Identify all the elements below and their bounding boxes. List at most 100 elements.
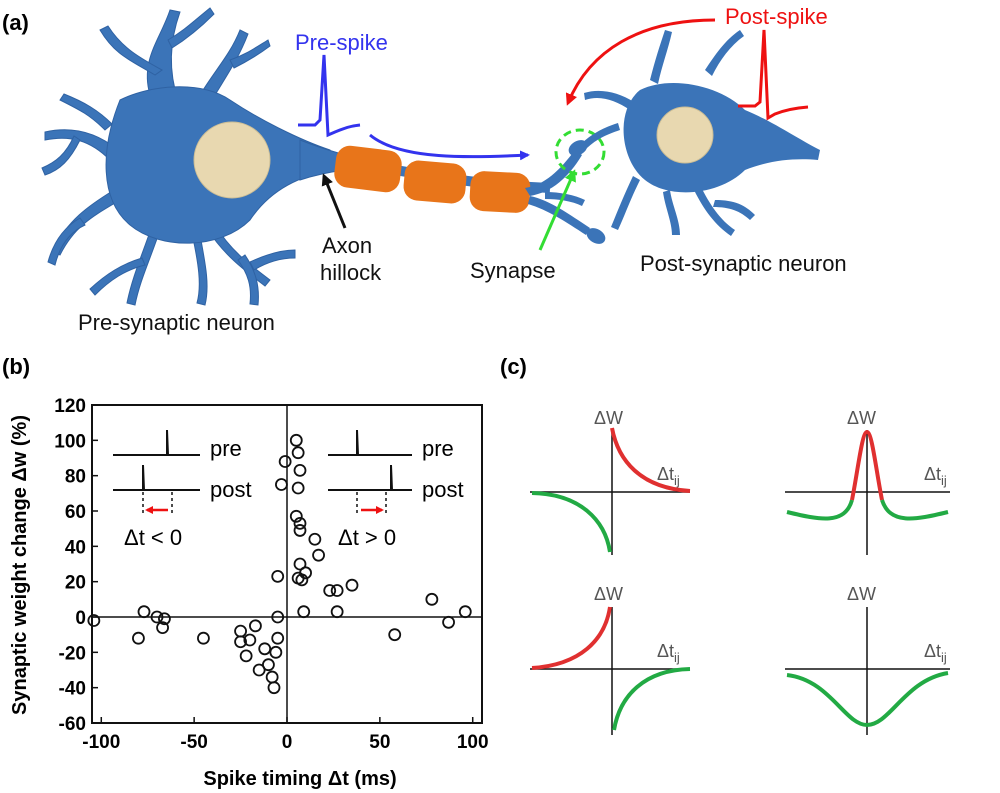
scatter-point: [293, 557, 307, 571]
panel-b-label: (b): [2, 354, 30, 379]
scatter-point: [262, 658, 275, 672]
scatter-point: [252, 663, 266, 677]
pre-spike-waveform: [298, 54, 361, 138]
scatter-point: [388, 628, 402, 642]
y-tick-label: -60: [59, 714, 86, 735]
inset-left-pre-label: pre: [210, 436, 242, 461]
scatter-point: [132, 631, 145, 645]
scatter-point: [265, 670, 279, 684]
pre-spike-label: Pre-spike: [295, 30, 388, 55]
inset-right-post-label: post: [422, 477, 464, 502]
graph2-x-label: Δtij: [924, 464, 947, 488]
inset-right-pre-label: pre: [422, 436, 454, 461]
graph2-y-label: ΔW: [847, 408, 876, 428]
x-tick-label: 0: [282, 732, 293, 753]
stdp-graph-symmetric-positive: ΔW Δtij: [785, 408, 950, 555]
scatter-point: [330, 605, 344, 619]
scatter-point: [271, 569, 285, 583]
post-spike-arrow: [565, 18, 716, 106]
graph4-y-label: ΔW: [847, 584, 876, 604]
inset-left-condition: Δt < 0: [124, 525, 182, 550]
scatter-point: [295, 573, 309, 587]
y-tick-label: 80: [65, 467, 86, 488]
graph3-y-label: ΔW: [594, 584, 623, 604]
scatter-point: [458, 605, 472, 619]
panel-a-label: (a): [2, 10, 29, 35]
post-spike-label: Post-spike: [725, 4, 828, 29]
scatter-point: [271, 610, 285, 624]
y-tick-label: 20: [65, 573, 86, 594]
graph4-x-label: Δtij: [924, 641, 947, 665]
scatter-point: [291, 481, 305, 495]
scatter-point: [289, 509, 303, 523]
scatter-point: [442, 615, 455, 629]
y-tick-label: -20: [59, 643, 86, 664]
scatter-point: [291, 446, 305, 460]
x-tick-label: 50: [369, 732, 390, 753]
x-tick-label: 100: [457, 732, 489, 753]
y-axis-title: Synaptic weight change Δw (%): [9, 415, 31, 715]
scatter-points: [87, 433, 472, 695]
scatter-point: [137, 605, 151, 619]
scatter-point: [297, 605, 311, 619]
scatter-point: [323, 584, 337, 597]
y-tick-label: 0: [75, 608, 86, 629]
scatter-point: [289, 433, 303, 447]
axon-illustration: [334, 140, 606, 244]
scatter-point: [299, 566, 312, 580]
scatter-point: [345, 578, 359, 592]
scatter-point: [258, 642, 272, 656]
stdp-graph-symmetric-negative: ΔW Δtij: [785, 584, 950, 735]
inset-positive-timing: [328, 429, 412, 515]
scatter-point: [425, 592, 439, 606]
graph3-x-label: Δtij: [657, 641, 680, 665]
graph1-x-label: Δtij: [657, 464, 680, 488]
panel-c: (c) ΔW Δtij ΔW Δtij ΔW Δtij: [500, 354, 950, 735]
y-tick-label: 100: [54, 431, 86, 452]
post-neuron-nucleus: [656, 106, 714, 164]
scatter-point: [275, 478, 288, 491]
y-tick-label: -40: [59, 679, 86, 700]
synapse-label: Synapse: [470, 258, 556, 283]
scatter-point: [278, 455, 292, 468]
pre-neuron-nucleus: [193, 121, 271, 199]
y-tick-label: 40: [65, 537, 86, 558]
x-axis-title: Spike timing Δt (ms): [203, 768, 396, 790]
scatter-point: [234, 635, 247, 649]
graph1-y-label: ΔW: [594, 408, 623, 428]
panel-a: (a): [2, 4, 847, 335]
scatter-point: [267, 681, 281, 695]
myelin-sheath-3: [469, 171, 531, 213]
pre-spike-arrow: [369, 133, 530, 161]
scatter-point: [197, 631, 210, 645]
x-tick-label: -50: [180, 732, 207, 753]
panel-c-label: (c): [500, 354, 527, 379]
scatter-point: [312, 548, 325, 562]
inset-right-condition: Δt > 0: [338, 525, 396, 550]
myelin-sheath-1: [334, 145, 402, 193]
scatter-point: [156, 621, 169, 634]
synapse-highlight-circle: [554, 128, 606, 176]
scatter-point: [243, 633, 257, 647]
scatter-point: [293, 463, 307, 477]
scatter-point: [271, 631, 285, 645]
scatter-point: [87, 614, 101, 627]
stdp-graph-anti-asymmetric: ΔW Δtij: [530, 584, 691, 735]
pre-synaptic-neuron-label: Pre-synaptic neuron: [78, 310, 275, 335]
scatter-point: [308, 532, 322, 546]
synapse-arrow: [538, 169, 576, 251]
scatter-point: [150, 610, 164, 624]
inset-negative-timing: [113, 429, 200, 515]
scatter-point: [269, 645, 283, 659]
y-tick-label: 60: [65, 502, 86, 523]
scatter-point: [249, 619, 262, 633]
axon-hillock-arrow: [321, 173, 347, 229]
axon-hillock-label-line1: Axon: [322, 233, 372, 258]
x-tick-label: -100: [82, 732, 120, 753]
myelin-sheath-2: [403, 160, 467, 204]
post-spike-waveform: [738, 29, 809, 121]
scatter-point: [293, 516, 307, 530]
